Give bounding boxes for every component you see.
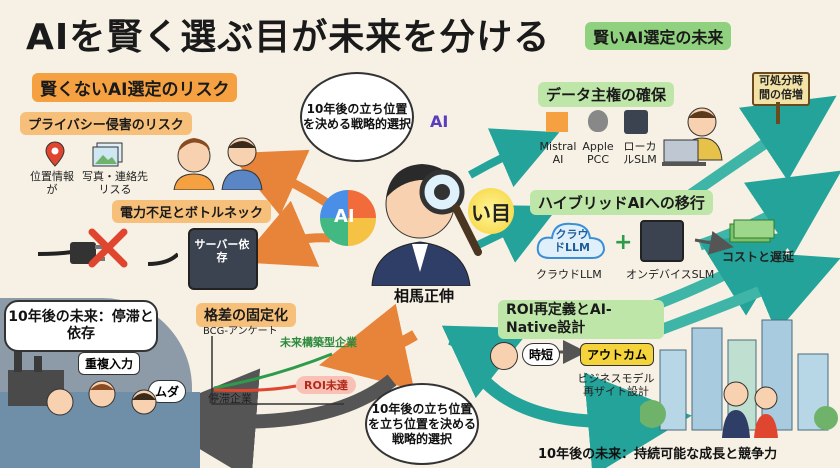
arrow-to-gap	[318, 303, 418, 390]
ondevice-chip-icon	[640, 220, 684, 262]
money-icon	[729, 219, 775, 243]
center-thought-top: 10年後の立ち位置を決める戦略的選択	[300, 72, 414, 162]
cloud-icon	[536, 222, 606, 259]
apple-logo-icon	[588, 110, 608, 132]
good-future-title: 10年後の未来：持続可能な成長と競争力	[538, 447, 778, 462]
arrow-up-1	[686, 95, 837, 200]
hybrid-title: ハイブリッドAIへの移行	[530, 190, 713, 215]
gap-roi: ROI未達	[296, 376, 356, 394]
worried-person-icon	[173, 137, 263, 190]
local-chip-icon	[624, 110, 648, 134]
gap-chart	[211, 336, 344, 405]
struggling-people	[46, 380, 157, 416]
bad-future-waste: ムダ	[148, 380, 187, 403]
page-title: AIを賢く選ぶ目が未来を分ける	[26, 17, 551, 58]
power-title: 電力不足とボトルネック	[112, 200, 272, 223]
hybrid-cloud-label: クラウドLLM	[536, 268, 602, 281]
sovereignty-local: ローカルSLM	[623, 140, 657, 167]
roi-jitan: 時短	[522, 343, 561, 366]
roi-redesign: ビジネスモデル再ザイト設計	[577, 372, 655, 399]
plug-icon	[38, 242, 178, 266]
arrow-up-4	[658, 251, 840, 336]
arrow-to-privacy	[229, 149, 333, 216]
photo-icon	[92, 142, 123, 167]
center-thought-bottom: 10年後の立ち位置を立ち位置を決める戦略的選択	[365, 383, 479, 465]
arrow-to-sovereignty	[468, 128, 560, 188]
privacy-title: プライバシー侵害のリスク	[20, 112, 192, 135]
ai-brain-icon: AI	[320, 190, 376, 246]
person-name: 相馬正伸	[394, 287, 455, 305]
arrow-to-bad-future	[144, 368, 397, 468]
gap-survey: BCG-アンケート	[203, 326, 278, 337]
privacy-item-location: 位置情報が	[30, 170, 74, 197]
gap-future-company: 未来構築型企業	[280, 336, 357, 349]
sovereignty-title: データ主権の確保	[538, 82, 675, 107]
magnifier-icon	[419, 169, 482, 256]
cross-icon	[88, 228, 128, 268]
hybrid-cloud: クラウドLLM	[554, 228, 590, 255]
roi-person-icon	[490, 342, 518, 370]
ai-logos-cluster: AI	[430, 112, 449, 131]
sovereignty-mistral: Mistral AI	[539, 140, 577, 167]
laptop-icon	[662, 107, 723, 166]
arrow-to-cost	[694, 231, 734, 255]
gap-title: 格差の固定化	[196, 303, 296, 327]
mistral-logo-icon	[546, 112, 568, 132]
roi-outcome: アウトカム	[580, 343, 655, 366]
privacy-item-photo: 写真・連絡先リスる	[82, 170, 148, 197]
gap-stagnant: 停滞企業	[208, 392, 252, 405]
time-sign: 可処分時間の倍増	[752, 72, 810, 106]
hybrid-cost: コストと遅延	[722, 250, 795, 264]
hybrid-device: オンデバイスSLM	[626, 268, 715, 281]
arrow-to-good-future	[469, 365, 692, 468]
location-pin-icon	[45, 141, 65, 167]
city-icon	[640, 319, 838, 438]
right-header: 賢いAI選定の未来	[585, 22, 732, 50]
eye-label: い目	[468, 188, 514, 234]
bad-future-dup: 重複入力	[78, 352, 141, 375]
server-label: サーバー依存	[194, 238, 250, 265]
sign-post	[776, 102, 780, 124]
arrow-to-roi	[441, 325, 532, 399]
bad-future-title: 10年後の未来：停滞と依存	[4, 300, 158, 352]
arrow-to-power	[238, 200, 331, 267]
sovereignty-apple: Apple PCC	[582, 140, 614, 167]
chip-icon	[188, 228, 258, 290]
roi-title: ROI再定義とAI-Native設計	[498, 300, 664, 339]
arrow-to-hybrid	[476, 204, 559, 263]
left-header: 賢くないAI選定のリスク	[32, 73, 238, 102]
plus-icon: +	[614, 230, 633, 255]
